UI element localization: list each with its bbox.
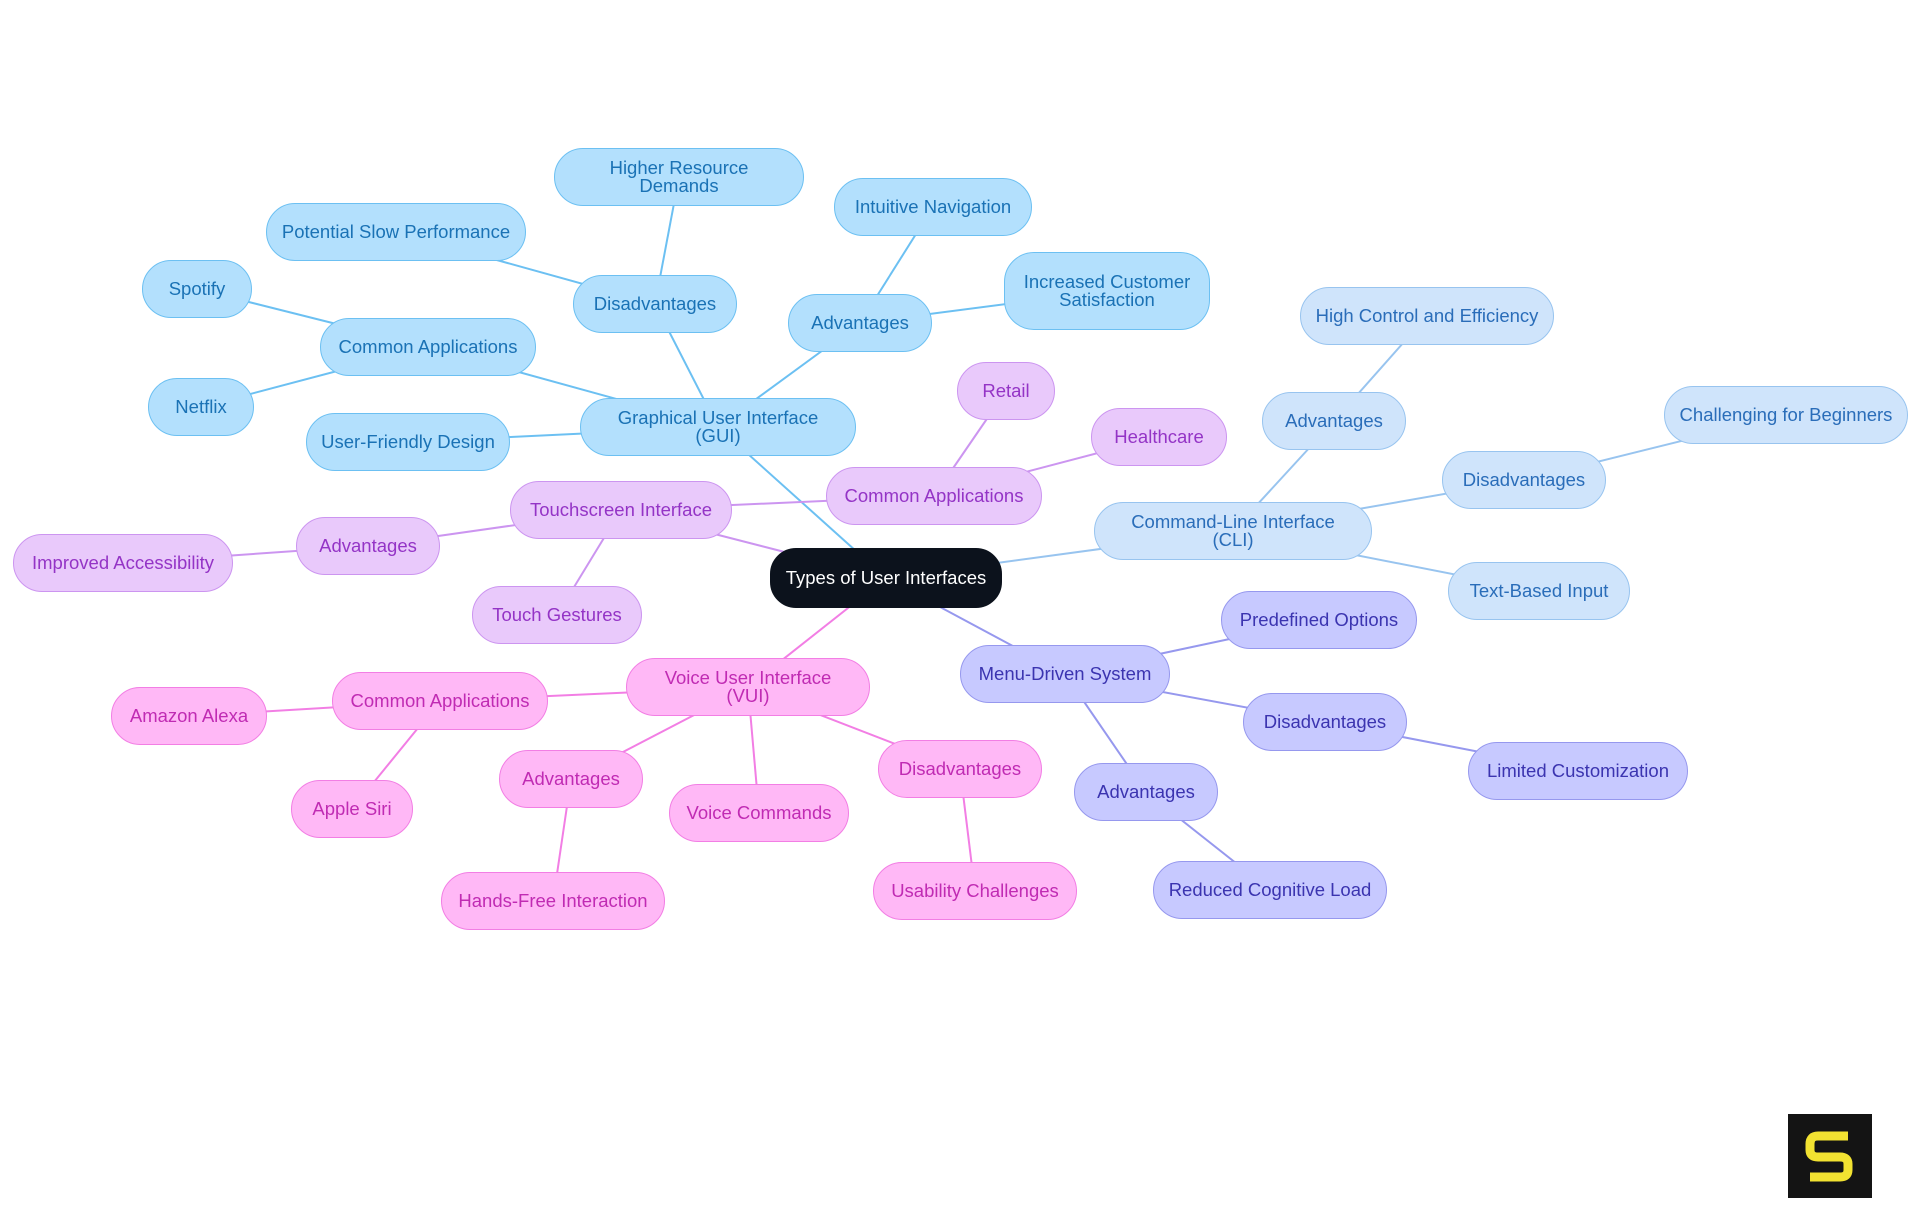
brand-logo	[1788, 1114, 1872, 1198]
vui-common-applications-node: Common Applications	[332, 672, 548, 730]
vui-voice-commands-node: Voice Commands	[669, 784, 849, 842]
cli-high-control-node: High Control and Efficiency	[1300, 287, 1554, 345]
touch-improved-accessibility-node: Improved Accessibility	[13, 534, 233, 592]
gui-common-applications-node: Common Applications	[320, 318, 536, 376]
menu-advantages-node: Advantages	[1074, 763, 1218, 821]
vui-hands-free-node: Hands-Free Interaction	[441, 872, 665, 930]
menu-limited-customization-node: Limited Customization	[1468, 742, 1688, 800]
touch-retail-node: Retail	[957, 362, 1055, 420]
touch-gestures-node: Touch Gestures	[472, 586, 642, 644]
gui-spotify-node: Spotify	[142, 260, 252, 318]
menu-reduced-cognitive-node: Reduced Cognitive Load	[1153, 861, 1387, 919]
touch-node: Touchscreen Interface	[510, 481, 732, 539]
vui-advantages-node: Advantages	[499, 750, 643, 808]
gui-slow-performance-node: Potential Slow Performance	[266, 203, 526, 261]
touch-healthcare-node: Healthcare	[1091, 408, 1227, 466]
gui-node: Graphical User Interface (GUI)	[580, 398, 856, 456]
gui-user-friendly-node: User-Friendly Design	[306, 413, 510, 471]
root-node: Types of User Interfaces	[770, 548, 1002, 608]
cli-disadvantages-node: Disadvantages	[1442, 451, 1606, 509]
gui-higher-resource-node: Higher Resource Demands	[554, 148, 804, 206]
menu-node: Menu-Driven System	[960, 645, 1170, 703]
touch-advantages-node: Advantages	[296, 517, 440, 575]
gui-disadvantages-node: Disadvantages	[573, 275, 737, 333]
gui-advantages-node: Advantages	[788, 294, 932, 352]
cli-challenging-beginners-node: Challenging for Beginners	[1664, 386, 1908, 444]
vui-amazon-alexa-node: Amazon Alexa	[111, 687, 267, 745]
touch-common-applications-node: Common Applications	[826, 467, 1042, 525]
cli-advantages-node: Advantages	[1262, 392, 1406, 450]
cli-text-input-node: Text-Based Input	[1448, 562, 1630, 620]
gui-netflix-node: Netflix	[148, 378, 254, 436]
vui-usability-challenges-node: Usability Challenges	[873, 862, 1077, 920]
vui-apple-siri-node: Apple Siri	[291, 780, 413, 838]
menu-predefined-options-node: Predefined Options	[1221, 591, 1417, 649]
menu-disadvantages-node: Disadvantages	[1243, 693, 1407, 751]
gui-customer-satisfaction-node: Increased Customer Satisfaction	[1004, 252, 1210, 330]
cli-node: Command-Line Interface (CLI)	[1094, 502, 1372, 560]
vui-disadvantages-node: Disadvantages	[878, 740, 1042, 798]
logo-s-icon	[1805, 1131, 1853, 1182]
gui-intuitive-navigation-node: Intuitive Navigation	[834, 178, 1032, 236]
vui-node: Voice User Interface (VUI)	[626, 658, 870, 716]
